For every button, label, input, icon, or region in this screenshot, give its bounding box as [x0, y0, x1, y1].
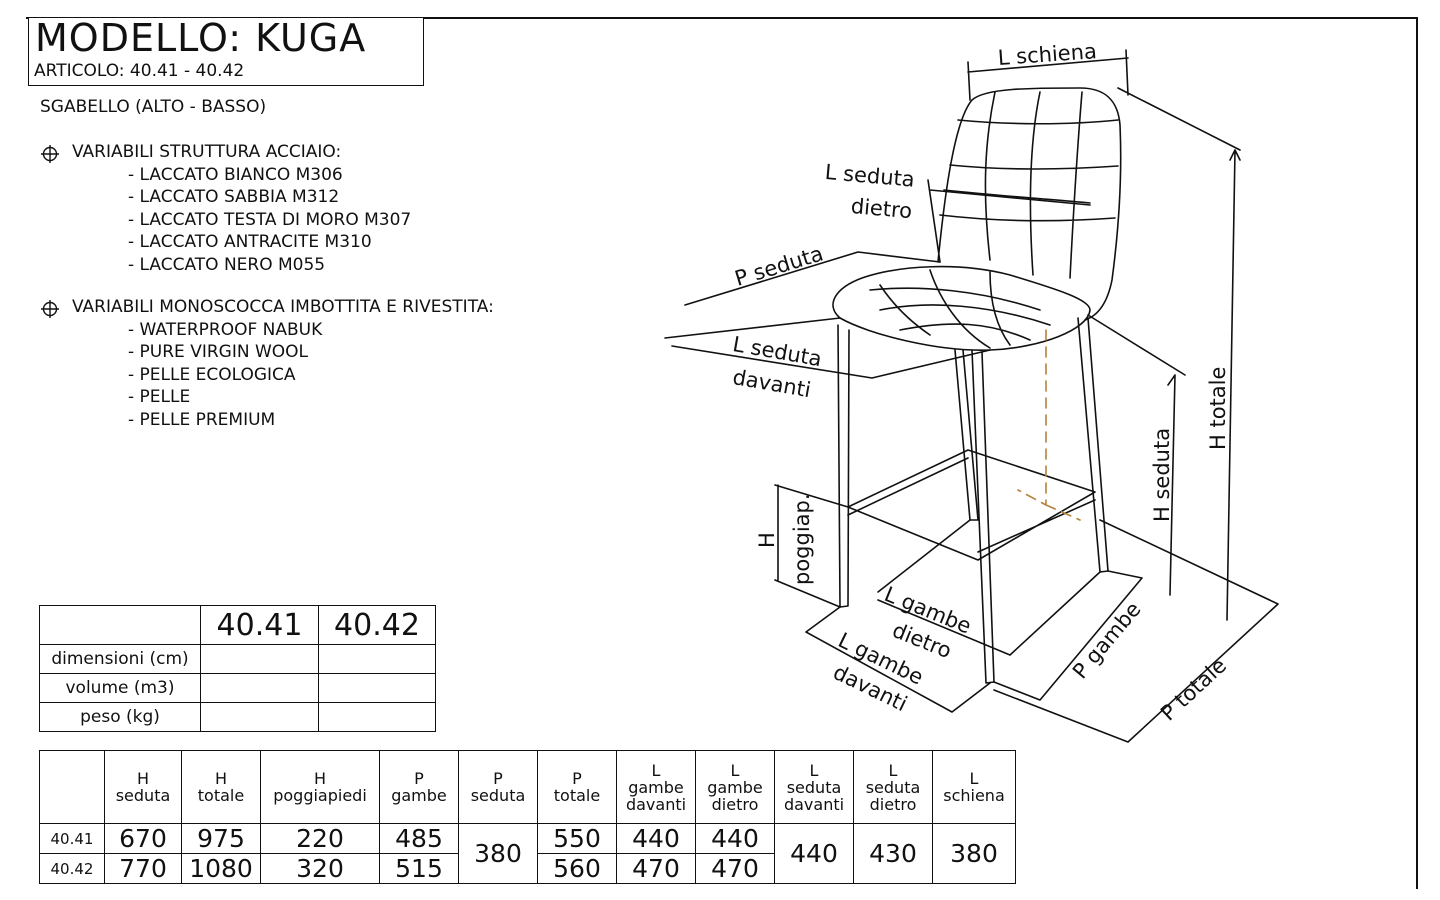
- steel-variants-heading: VARIABILI STRUTTURA ACCIAIO:: [40, 141, 411, 164]
- dim-p-gambe: [993, 570, 1143, 701]
- table-cell: [318, 644, 436, 674]
- list-item: - LACCATO TESTA DI MORO M307: [128, 209, 412, 230]
- table-row: 40.41 670 975 220 485 380 550 440 440 44…: [39, 823, 1016, 884]
- steel-variants-title: VARIABILI STRUTTURA ACCIAIO:: [72, 142, 342, 162]
- list-item: - LACCATO BIANCO M306: [128, 164, 343, 185]
- list-item: - PURE VIRGIN WOOL: [128, 342, 308, 363]
- list-item: - LACCATO ANTRACITE M310: [128, 232, 372, 253]
- crosshair-circle-icon: [41, 145, 59, 163]
- table-cell: 515: [379, 853, 459, 884]
- packing-row-label: peso (kg): [39, 702, 201, 732]
- shell-variants-heading: VARIABILI MONOSCOCCA IMBOTTITA E RIVESTI…: [40, 296, 494, 319]
- table-row: peso (kg): [39, 702, 436, 732]
- dim-l-gambe-davanti: [805, 606, 991, 713]
- list-item: - LACCATO SABBIA M312: [128, 187, 340, 208]
- packing-col-header: 40.41: [200, 605, 319, 645]
- list-item: - PELLE PREMIUM: [128, 409, 276, 430]
- seat-stitching: [869, 269, 1051, 349]
- table-cell: [200, 673, 319, 703]
- steel-variants: VARIABILI STRUTTURA ACCIAIO: - LACCATO B…: [40, 141, 411, 277]
- dim-l-seduta-dietro: [927, 179, 1091, 263]
- article-codes: ARTICOLO: 40.41 - 40.42: [34, 61, 245, 81]
- row-code: 40.41: [39, 823, 105, 854]
- article-box: ARTICOLO: 40.41 - 40.42: [28, 58, 424, 86]
- table-cell-merged: 380: [932, 823, 1016, 884]
- table-cell: [200, 644, 319, 674]
- table-row: volume (m3): [39, 673, 436, 703]
- crosshair-circle-icon: [41, 300, 59, 318]
- table-cell: 975: [181, 823, 261, 854]
- leg-back-right: [1077, 317, 1109, 573]
- table-cell: [200, 702, 319, 732]
- footrest: [847, 449, 1096, 561]
- center-guide: [1017, 329, 1081, 521]
- table-cell-merged: 380: [458, 823, 538, 884]
- packing-table: 40.41 40.42 dimensioni (cm) volume (m3) …: [39, 605, 436, 732]
- label-h-poggiap: H: [755, 532, 779, 548]
- seat-outline: [832, 265, 1091, 351]
- table-row: 40.42 770 1080 320 515 560 470 470: [39, 853, 1016, 884]
- dim-h-poggiap: [774, 484, 849, 608]
- drawing-frame: [26, 17, 1418, 889]
- table-cell: 470: [695, 853, 775, 884]
- label-h-seduta: H seduta: [1150, 427, 1174, 522]
- list-item: - WATERPROOF NABUK: [128, 319, 323, 340]
- backrest-stitching: [939, 91, 1119, 279]
- dim-l-schiena: [967, 49, 1129, 101]
- shell-variants-title: VARIABILI MONOSCOCCA IMBOTTITA E RIVESTI…: [72, 297, 494, 317]
- table-cell: 550: [537, 823, 617, 854]
- dim-l-gambe-dietro: [877, 519, 1101, 656]
- model-title: MODELLO: KUGA: [35, 16, 367, 60]
- leg-back-left: [954, 349, 979, 521]
- dim-l-seduta-davanti: [664, 317, 991, 379]
- table-cell: 320: [260, 853, 380, 884]
- table-cell: 440: [616, 823, 696, 854]
- dim-p-totale: [993, 519, 1279, 743]
- label-h-totale: H totale: [1206, 366, 1230, 450]
- list-item: - PELLE ECOLOGICA: [128, 364, 296, 385]
- leg-front-left: [837, 324, 850, 608]
- table-cell: [318, 702, 436, 732]
- product-subtitle: SGABELLO (ALTO - BASSO): [40, 97, 267, 117]
- table-cell-merged: 430: [853, 823, 933, 884]
- shell-variants: VARIABILI MONOSCOCCA IMBOTTITA E RIVESTI…: [40, 296, 494, 432]
- packing-col-header: 40.42: [318, 605, 436, 645]
- backrest-outline: [937, 87, 1122, 321]
- title-box: MODELLO: KUGA: [28, 16, 424, 60]
- row-code: 40.42: [39, 853, 105, 884]
- label-h-poggiap-2: poggiap.: [790, 493, 814, 585]
- dim-p-seduta: [684, 251, 941, 306]
- table-row: dimensioni (cm): [39, 644, 436, 674]
- list-item: - PELLE: [128, 387, 191, 408]
- table-cell: 470: [616, 853, 696, 884]
- list-item: - LACCATO NERO M055: [128, 254, 326, 275]
- dim-h-seduta: [1087, 314, 1186, 596]
- dim-h-totale: [1117, 87, 1241, 621]
- packing-row-label: volume (m3): [39, 673, 201, 703]
- leg-front-right: [971, 349, 995, 684]
- table-cell: 770: [104, 853, 182, 884]
